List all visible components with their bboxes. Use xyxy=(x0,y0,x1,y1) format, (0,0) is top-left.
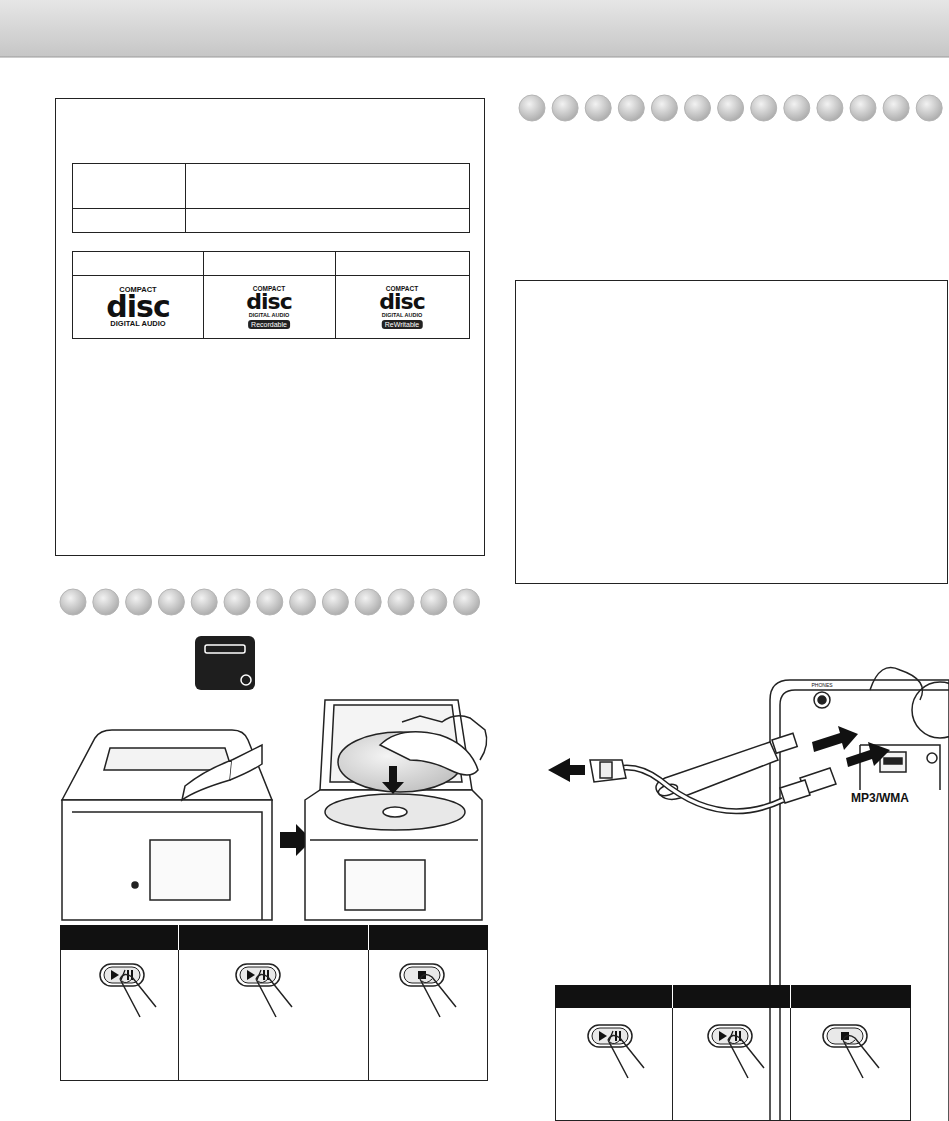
section-dot xyxy=(257,589,283,615)
section-dot xyxy=(685,95,711,121)
logo-badge: Recordable xyxy=(248,320,290,329)
note-box xyxy=(516,281,948,584)
logo-text: disc xyxy=(106,292,169,322)
section-dot xyxy=(651,95,677,121)
header-band xyxy=(0,0,949,57)
note-box xyxy=(56,99,485,556)
play-pause-button-icon xyxy=(588,1025,644,1078)
logo-text: disc xyxy=(246,291,291,313)
section-dot xyxy=(883,95,909,121)
pull-arrow xyxy=(548,758,585,782)
play-pause-button-icon xyxy=(708,1025,764,1078)
insert-arrow xyxy=(846,742,890,767)
section-dot xyxy=(817,95,843,121)
section-dot xyxy=(355,589,381,615)
section-dot xyxy=(751,95,777,121)
section-dot xyxy=(718,95,744,121)
logo-text: disc xyxy=(379,291,424,313)
logo-text: DIGITAL AUDIO xyxy=(249,313,290,319)
section-dot xyxy=(454,589,480,615)
operation-table xyxy=(556,986,911,1121)
usb-cable xyxy=(590,760,836,811)
section-dot xyxy=(618,95,644,121)
section-dot xyxy=(126,589,152,615)
section-dot xyxy=(388,589,414,615)
section-dot xyxy=(585,95,611,121)
play-pause-button-icon xyxy=(100,964,156,1017)
logo-text: DIGITAL AUDIO xyxy=(382,313,423,319)
section-dot xyxy=(290,589,316,615)
header-rule xyxy=(0,57,949,58)
section-dot xyxy=(191,589,217,615)
stop-button-icon xyxy=(823,1025,879,1078)
operation-table xyxy=(61,926,488,1081)
logo-text: DIGITAL AUDIO xyxy=(110,320,165,328)
section-dot xyxy=(850,95,876,121)
jack-label: PHONES xyxy=(811,683,832,688)
stop-button-icon xyxy=(400,964,456,1017)
spec-table xyxy=(73,164,470,233)
unit-panel xyxy=(770,668,949,1121)
play-pause-button-icon xyxy=(236,964,292,1017)
source-button-icon xyxy=(195,636,255,690)
insert-arrow xyxy=(812,726,858,752)
logo-badge: ReWritable xyxy=(382,320,423,329)
section-dot xyxy=(93,589,119,615)
insert-arrow xyxy=(382,766,404,794)
section-dot xyxy=(322,589,348,615)
cd-unit-closed xyxy=(62,730,272,920)
logo-table xyxy=(73,252,470,339)
section-dots xyxy=(519,95,942,121)
section-dot xyxy=(916,95,942,121)
section-dot xyxy=(784,95,810,121)
section-dots xyxy=(60,589,480,615)
panel-label: MP3/WMA xyxy=(851,792,909,804)
section-dot xyxy=(224,589,250,615)
section-dot xyxy=(421,589,447,615)
section-dot xyxy=(519,95,545,121)
cd-unit-open xyxy=(305,700,487,920)
section-dot xyxy=(158,589,184,615)
section-dot xyxy=(60,589,86,615)
section-dot xyxy=(552,95,578,121)
